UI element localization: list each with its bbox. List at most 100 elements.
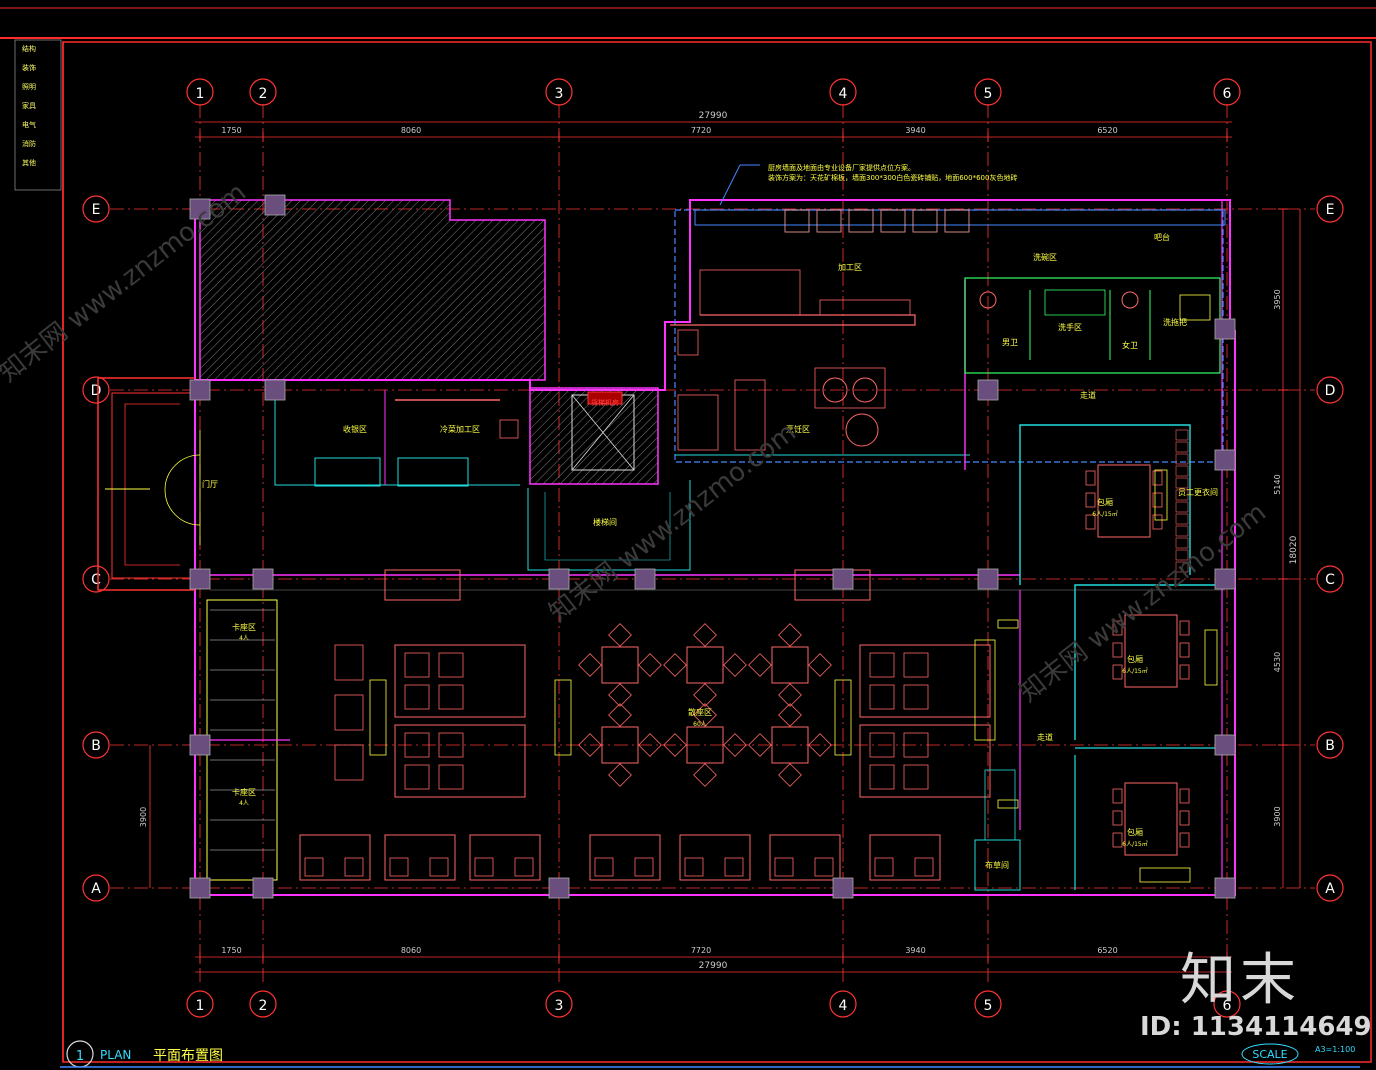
chair bbox=[1112, 832, 1123, 848]
room-label: 门厅 bbox=[202, 479, 218, 489]
chair bbox=[693, 683, 717, 707]
structural-column bbox=[264, 194, 286, 216]
kitchen-counter bbox=[694, 209, 1226, 226]
exterior-wall bbox=[195, 199, 1231, 391]
chair bbox=[903, 732, 929, 758]
axis-bubble bbox=[82, 565, 110, 593]
kitchen-equipment bbox=[880, 209, 906, 233]
chair bbox=[778, 683, 802, 707]
chair bbox=[404, 684, 430, 710]
wash-basin bbox=[1044, 289, 1106, 316]
planter-box bbox=[974, 639, 996, 741]
sink-unit bbox=[499, 419, 519, 439]
chair bbox=[474, 857, 494, 877]
axis-label: 5 bbox=[984, 86, 993, 102]
chair bbox=[1112, 810, 1123, 826]
axis-bubble bbox=[249, 990, 277, 1018]
structural-column bbox=[977, 379, 999, 401]
dining-table bbox=[794, 569, 871, 601]
chair bbox=[404, 652, 430, 678]
stair-wall bbox=[544, 492, 671, 561]
chair bbox=[514, 857, 534, 877]
axis-bubble bbox=[82, 195, 110, 223]
chair bbox=[1112, 664, 1123, 680]
axis-bubble bbox=[1316, 376, 1344, 404]
axis-label: D bbox=[91, 383, 102, 399]
dining-table bbox=[384, 569, 461, 601]
axis-label: C bbox=[91, 572, 101, 588]
dining-table bbox=[769, 834, 841, 881]
structural-column bbox=[977, 568, 999, 590]
structural-column bbox=[189, 877, 211, 899]
structural-column bbox=[252, 568, 274, 590]
kitchen-equipment bbox=[912, 209, 938, 233]
locker bbox=[1175, 453, 1189, 465]
axis-label: 6 bbox=[1223, 998, 1232, 1014]
chair bbox=[1179, 620, 1190, 636]
dimension-label: 3900 bbox=[139, 807, 148, 827]
dimension-label: 8060 bbox=[401, 946, 421, 955]
chair bbox=[608, 623, 632, 647]
room-capacity: 4人 bbox=[239, 635, 249, 642]
planter-box bbox=[369, 679, 387, 756]
chair bbox=[1179, 642, 1190, 658]
chair bbox=[638, 733, 662, 757]
room-label: 男卫 bbox=[1002, 338, 1018, 347]
dimension-label: 3950 bbox=[1273, 289, 1282, 309]
scale-label: SCALE bbox=[1252, 1048, 1287, 1061]
chair bbox=[578, 733, 602, 757]
cashier-counter bbox=[314, 457, 381, 487]
kitchen-note: 厨房墙面及地面由专业设备厂家提供点位方案。 bbox=[768, 163, 915, 172]
axis-bubble bbox=[186, 990, 214, 1018]
service-counter bbox=[984, 769, 1016, 841]
kitchen-equipment bbox=[848, 209, 874, 233]
locker bbox=[1175, 477, 1189, 489]
chair bbox=[869, 684, 895, 710]
scale-value: A3=1:100 bbox=[1315, 1045, 1355, 1054]
hatched-terrace bbox=[199, 199, 546, 381]
chair bbox=[634, 857, 654, 877]
chair bbox=[1179, 810, 1190, 826]
room-label: 收银区 bbox=[343, 424, 367, 434]
structural-column bbox=[1214, 318, 1236, 340]
structural-column bbox=[1214, 734, 1236, 756]
chair bbox=[903, 764, 929, 790]
dimension-label: 6520 bbox=[1097, 126, 1117, 135]
room-label: 散座区 bbox=[688, 707, 712, 717]
chair bbox=[1179, 788, 1190, 804]
stair-wall bbox=[527, 480, 691, 571]
axis-label: A bbox=[91, 881, 101, 897]
room-label: 洗碗区 bbox=[1033, 252, 1057, 262]
chair bbox=[1152, 492, 1163, 508]
chair bbox=[578, 653, 602, 677]
axis-bubble bbox=[1316, 731, 1344, 759]
dimension-label: 3940 bbox=[905, 126, 925, 135]
chair bbox=[778, 763, 802, 787]
dish-machine bbox=[677, 394, 719, 451]
locker bbox=[1175, 489, 1189, 501]
axis-bubble bbox=[829, 990, 857, 1018]
kitchen-cabinet bbox=[677, 329, 699, 356]
room-label: 冷菜加工区 bbox=[440, 424, 480, 434]
leader-line bbox=[719, 164, 741, 206]
room-label: 走道 bbox=[1080, 390, 1096, 400]
locker bbox=[1175, 549, 1189, 561]
dimension-label: 1750 bbox=[221, 946, 241, 955]
fire-cabinet bbox=[997, 799, 1019, 809]
room-label: 烹饪区 bbox=[786, 424, 810, 434]
axis-label: B bbox=[91, 738, 101, 754]
locker bbox=[1175, 561, 1189, 573]
chair bbox=[684, 857, 704, 877]
structural-column bbox=[189, 568, 211, 590]
axis-label: 1 bbox=[196, 86, 205, 102]
structural-column bbox=[1214, 449, 1236, 471]
axis-bubble bbox=[82, 731, 110, 759]
dimension-label: 1750 bbox=[221, 126, 241, 135]
cooking-stove bbox=[699, 269, 801, 316]
room-capacity: 6人/15㎡ bbox=[1122, 840, 1147, 848]
chair bbox=[663, 733, 687, 757]
legend-item: 消防 bbox=[22, 140, 36, 148]
chair bbox=[404, 764, 430, 790]
private-room-wall bbox=[1019, 424, 1191, 585]
